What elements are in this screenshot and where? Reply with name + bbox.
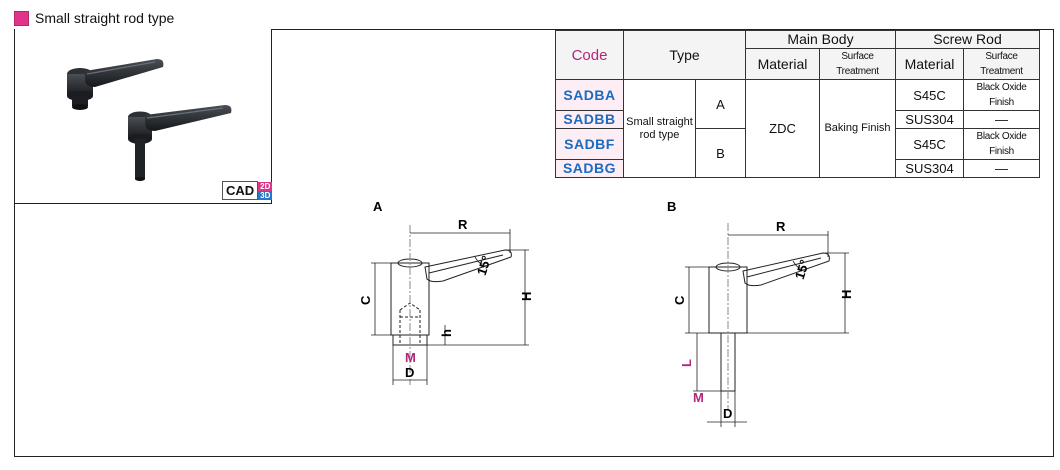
lever-handles-image: [67, 59, 232, 181]
type-a-cell: A: [695, 79, 746, 129]
code-cell: SADBA: [555, 79, 624, 111]
screw-material-cell: S45C: [895, 128, 964, 160]
dim-r: R: [458, 217, 468, 232]
dim-l: L: [679, 359, 694, 367]
dim-d: D: [723, 406, 732, 421]
handle-a-image: [67, 59, 164, 110]
drawing-a: A: [358, 199, 534, 385]
main-material-cell: ZDC: [745, 79, 820, 178]
dim-h-upper: H: [519, 292, 534, 301]
lever-outline: [742, 252, 830, 287]
section-title: Small straight rod type: [35, 10, 175, 26]
table-row: SADBF B S45C Black Oxide Finish: [555, 128, 1040, 178]
section-marker-icon: [14, 10, 29, 26]
header-screw-treatment: Surface Treatment: [963, 48, 1040, 80]
dim-angle: 15°: [792, 258, 812, 281]
drawing-a-label: A: [373, 199, 383, 214]
screw-treatment-cell: —: [963, 159, 1040, 178]
drawing-b: B R 15° H C L M D: [667, 199, 854, 427]
header-screw-material: Material: [895, 48, 964, 80]
header-main-material: Material: [745, 48, 820, 80]
cad-3d-label: 3D: [258, 190, 273, 200]
cad-2d-label: 2D: [258, 181, 273, 191]
code-cell: SADBF: [555, 128, 624, 160]
screw-material-cell: SUS304: [895, 159, 964, 178]
header-main-body: Main Body: [745, 30, 896, 49]
screw-material-cell: SUS304: [895, 110, 964, 129]
product-photo: [14, 29, 272, 204]
header-main-treatment: Surface Treatment: [819, 48, 896, 80]
drawing-b-label: B: [667, 199, 676, 214]
cad-label: CAD: [222, 181, 259, 200]
dim-angle: 15°: [474, 254, 494, 277]
dim-c: C: [672, 295, 687, 305]
dim-c: C: [358, 295, 373, 305]
header-type: Type: [623, 30, 746, 80]
type-name-cell: Small straight rod type: [623, 79, 696, 178]
cad-badge: CAD 2D 3D: [222, 181, 273, 200]
content-frame: [14, 29, 1054, 457]
screw-treatment-cell: Black Oxide Finish: [963, 79, 1040, 111]
screw-material-cell: S45C: [895, 79, 964, 111]
table-row: SADBB SUS304 —: [555, 110, 1040, 129]
screw-treatment-cell: —: [963, 110, 1040, 129]
main-treatment-cell: Baking Finish: [819, 79, 896, 178]
screw-treatment-cell: Black Oxide Finish: [963, 128, 1040, 160]
handle-b-image: [128, 105, 232, 181]
code-cell: SADBG: [555, 159, 624, 178]
dim-m: M: [405, 350, 416, 365]
spec-table: Code Type Main Body Screw Rod Material S…: [555, 30, 1040, 178]
dim-m: M: [693, 390, 704, 405]
header-code: Code: [555, 30, 624, 80]
dim-h: H: [839, 290, 854, 299]
lever-outline: [424, 249, 512, 283]
code-cell: SADBB: [555, 110, 624, 129]
dim-r: R: [776, 219, 786, 234]
type-b-cell: B: [695, 128, 746, 178]
table-row: SADBG SUS304 —: [555, 159, 1040, 178]
dim-d: D: [405, 365, 414, 380]
dim-h-lower: h: [439, 329, 454, 337]
table-row: SADBA Small straight rod type A ZDC Baki…: [555, 79, 1040, 178]
header-screw-rod: Screw Rod: [895, 30, 1040, 49]
section-header: Small straight rod type: [14, 10, 174, 26]
